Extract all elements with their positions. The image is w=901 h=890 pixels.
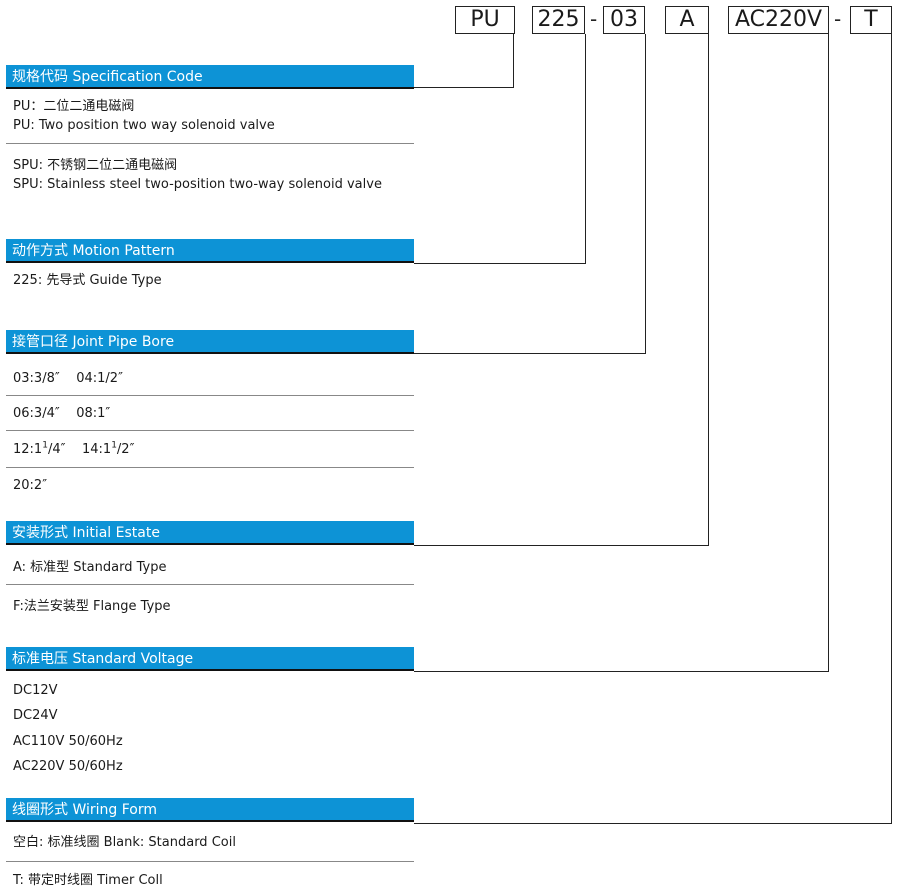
connector-bore-h: [414, 353, 646, 354]
separator: [6, 395, 414, 396]
code-box-voltage: AC220V: [728, 6, 829, 34]
code-box-pu: PU: [455, 6, 515, 34]
code-box-wiring: T: [850, 6, 892, 34]
section-bar-voltage: 标准电压 Standard Voltage: [6, 647, 414, 671]
state-item-a: A: 标准型 Standard Type: [13, 560, 167, 575]
separator: [6, 430, 414, 431]
code-dash-1: -: [590, 7, 598, 31]
code-box-bore: 03: [603, 6, 645, 34]
code-box-state: A: [665, 6, 709, 34]
connector-voltage-h: [414, 671, 829, 672]
connector-state-v: [708, 34, 709, 546]
connector-wiring-v: [891, 34, 892, 824]
spec-item-spu-en: SPU: Stainless steel two-position two-wa…: [13, 177, 382, 192]
spec-item-spu-cn: SPU: 不锈钢二位二通电磁阀: [13, 158, 178, 173]
connector-bore-v: [645, 34, 646, 354]
bore-row-2: 06:3/4″ 08:1″: [13, 406, 110, 422]
voltage-item: AC220V 50/60Hz: [13, 759, 123, 774]
bore-value: 14:11/2″: [81, 440, 135, 457]
wiring-item-timer: T: 带定时线圈 Timer Coll: [13, 873, 163, 888]
connector-spec-v: [513, 34, 514, 88]
section-bar-motion: 动作方式 Motion Pattern: [6, 239, 414, 263]
voltage-item: DC24V: [13, 708, 58, 723]
bore-row-1: 03:3/8″ 04:1/2″: [13, 371, 123, 387]
spec-item-pu-cn: PU：二位二通电磁阀: [13, 99, 135, 114]
state-item-f: F:法兰安装型 Flange Type: [13, 599, 171, 614]
connector-state-h: [414, 545, 709, 546]
bore-value: 20:2″: [13, 478, 48, 493]
connector-spec-h: [414, 87, 514, 88]
code-box-motion: 225: [532, 6, 585, 34]
motion-item: 225: 先导式 Guide Type: [13, 273, 162, 288]
bore-value: 04:1/2″: [76, 371, 123, 386]
wiring-item-blank: 空白: 标准线圈 Blank: Standard Coil: [13, 835, 236, 850]
bore-value: 06:3/4″: [13, 406, 60, 421]
section-bar-state: 安装形式 Initial Estate: [6, 521, 414, 545]
voltage-item: AC110V 50/60Hz: [13, 734, 123, 749]
connector-motion-h: [414, 263, 586, 264]
bore-value: 03:3/8″: [13, 371, 60, 386]
section-bar-spec: 规格代码 Specification Code: [6, 65, 414, 89]
separator: [6, 861, 414, 862]
voltage-item: DC12V: [13, 683, 58, 698]
code-dash-2: -: [834, 7, 842, 31]
separator: [6, 143, 414, 144]
bore-value: 12:11/4″: [13, 440, 66, 457]
connector-motion-v: [585, 34, 586, 264]
section-bar-bore: 接管口径 Joint Pipe Bore: [6, 330, 414, 354]
connector-wiring-h: [414, 823, 892, 824]
connector-voltage-v: [828, 34, 829, 672]
separator: [6, 584, 414, 585]
spec-item-pu-en: PU: Two position two way solenoid valve: [13, 118, 275, 133]
section-bar-wiring: 线圈形式 Wiring Form: [6, 798, 414, 822]
bore-value: 08:1″: [76, 406, 111, 421]
separator: [6, 467, 414, 468]
bore-row-3: 12:11/4″ 14:11/2″: [13, 440, 135, 458]
bore-row-4: 20:2″: [13, 478, 47, 494]
